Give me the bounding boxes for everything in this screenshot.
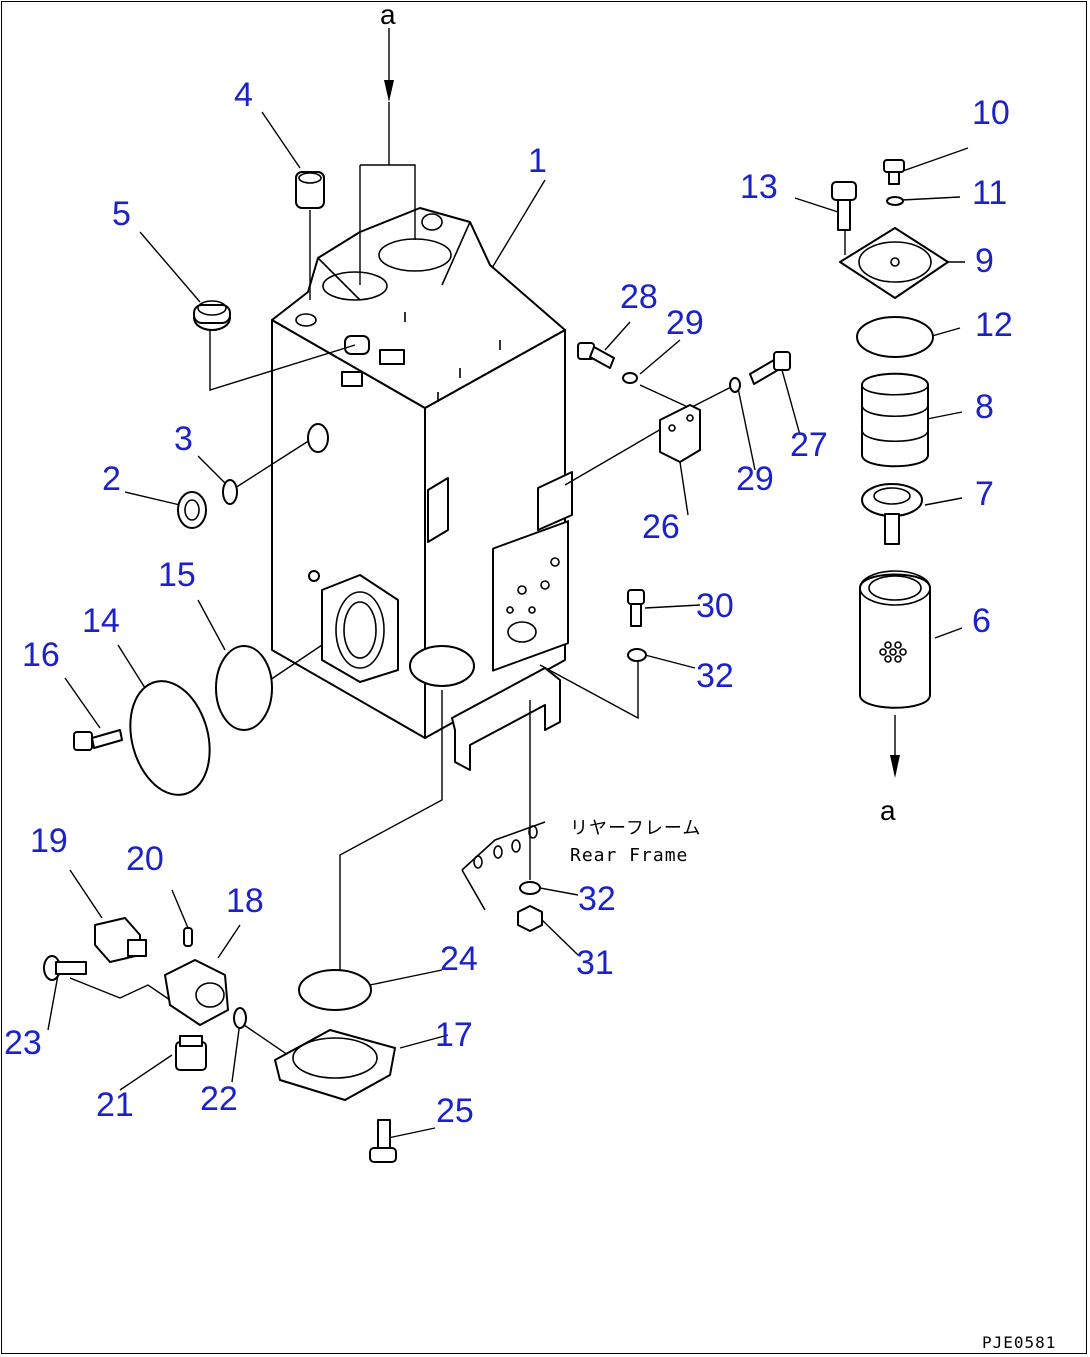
hydraulic-tank-body bbox=[271, 207, 573, 771]
flange-part-17 bbox=[274, 1029, 396, 1101]
filter-element-part-6 bbox=[859, 573, 931, 709]
gasket-part-15 bbox=[215, 645, 273, 731]
callout-10: 10 bbox=[972, 94, 1010, 132]
washer-part-32-upper bbox=[627, 648, 647, 662]
rear-frame-fragment bbox=[461, 821, 546, 911]
connector-label-top: a bbox=[380, 0, 396, 30]
callout-16: 16 bbox=[22, 636, 60, 674]
gasket-part-24 bbox=[298, 969, 372, 1011]
bolt-part-27 bbox=[749, 351, 791, 385]
leader-lines bbox=[47, 111, 969, 1139]
callout-6: 6 bbox=[972, 602, 991, 640]
callout-29-lower: 29 bbox=[736, 460, 774, 498]
callout-21: 21 bbox=[96, 1086, 134, 1124]
valve-stem-7 bbox=[884, 513, 900, 545]
cover-part-9 bbox=[839, 227, 949, 299]
callout-28: 28 bbox=[620, 278, 658, 316]
connector-label-bottom: a bbox=[880, 795, 896, 826]
bolt-part-16 bbox=[73, 729, 123, 751]
washer-part-29b bbox=[729, 377, 741, 393]
callout-30: 30 bbox=[696, 587, 734, 625]
callout-9: 9 bbox=[975, 242, 994, 280]
bolt-part-30 bbox=[627, 589, 645, 627]
breather-part-4 bbox=[295, 171, 325, 209]
callout-32-lower: 32 bbox=[578, 880, 616, 918]
callout-3: 3 bbox=[174, 420, 193, 458]
callout-19: 19 bbox=[30, 822, 68, 860]
callout-26: 26 bbox=[642, 508, 680, 546]
callout-5: 5 bbox=[112, 195, 131, 233]
callout-2: 2 bbox=[102, 460, 121, 498]
bolt-part-23 bbox=[43, 955, 87, 981]
drawing-code: PJE0581 bbox=[982, 1333, 1056, 1352]
o-ring-part-3 bbox=[222, 479, 238, 505]
callout-11: 11 bbox=[972, 174, 1007, 212]
callout-8: 8 bbox=[975, 388, 994, 426]
bolt-part-10 bbox=[883, 159, 905, 173]
callout-4: 4 bbox=[234, 76, 253, 114]
callout-27: 27 bbox=[790, 426, 828, 464]
callout-14: 14 bbox=[82, 602, 120, 640]
connector-arrow-top bbox=[359, 28, 416, 285]
cover-part-14 bbox=[129, 680, 211, 796]
spring-part-8 bbox=[861, 372, 929, 468]
sight-gauge-ring bbox=[307, 423, 329, 453]
callout-15: 15 bbox=[158, 556, 196, 594]
plug-part-2 bbox=[177, 491, 207, 529]
bolt-part-28 bbox=[577, 342, 615, 369]
callout-7: 7 bbox=[975, 475, 994, 513]
cap-part-5 bbox=[193, 300, 231, 331]
bolt-shank-10 bbox=[888, 171, 900, 185]
bolt-part-25 bbox=[369, 1119, 397, 1163]
callout-32-upper: 32 bbox=[696, 657, 734, 695]
o-ring-part-12 bbox=[856, 316, 934, 358]
callout-18: 18 bbox=[226, 882, 264, 920]
callout-1: 1 bbox=[528, 142, 547, 180]
callout-24: 24 bbox=[440, 940, 478, 978]
pin-part-20 bbox=[183, 927, 193, 947]
callout-20: 20 bbox=[126, 840, 164, 878]
plug-part-21 bbox=[175, 1035, 207, 1071]
callout-13: 13 bbox=[740, 168, 778, 206]
bolt-part-13 bbox=[831, 181, 857, 201]
fitting-part-19 bbox=[94, 917, 147, 963]
rear-frame-jp-label: リヤーフレーム bbox=[570, 818, 701, 839]
rear-frame-en-label: Rear Frame bbox=[570, 845, 688, 866]
nut-part-31 bbox=[517, 905, 543, 932]
callout-23: 23 bbox=[4, 1024, 42, 1062]
filter-assembly bbox=[831, 159, 949, 778]
o-ring-part-11 bbox=[886, 196, 904, 206]
callout-25: 25 bbox=[436, 1092, 474, 1130]
elbow-part-18 bbox=[164, 959, 229, 1026]
washer-part-32-lower bbox=[519, 881, 541, 895]
callout-22: 22 bbox=[200, 1080, 238, 1118]
callout-29-upper: 29 bbox=[666, 304, 704, 342]
o-ring-part-22 bbox=[233, 1007, 247, 1029]
bracket-part-26 bbox=[659, 404, 701, 463]
callout-17: 17 bbox=[435, 1016, 473, 1054]
washer-part-29a bbox=[622, 372, 638, 384]
callout-31: 31 bbox=[576, 944, 614, 982]
callout-12: 12 bbox=[975, 306, 1013, 344]
part-number-labels: 1 2 3 4 5 6 7 8 9 10 11 12 13 14 15 16 1… bbox=[4, 76, 1013, 1130]
bolt-shank-13 bbox=[837, 199, 851, 231]
